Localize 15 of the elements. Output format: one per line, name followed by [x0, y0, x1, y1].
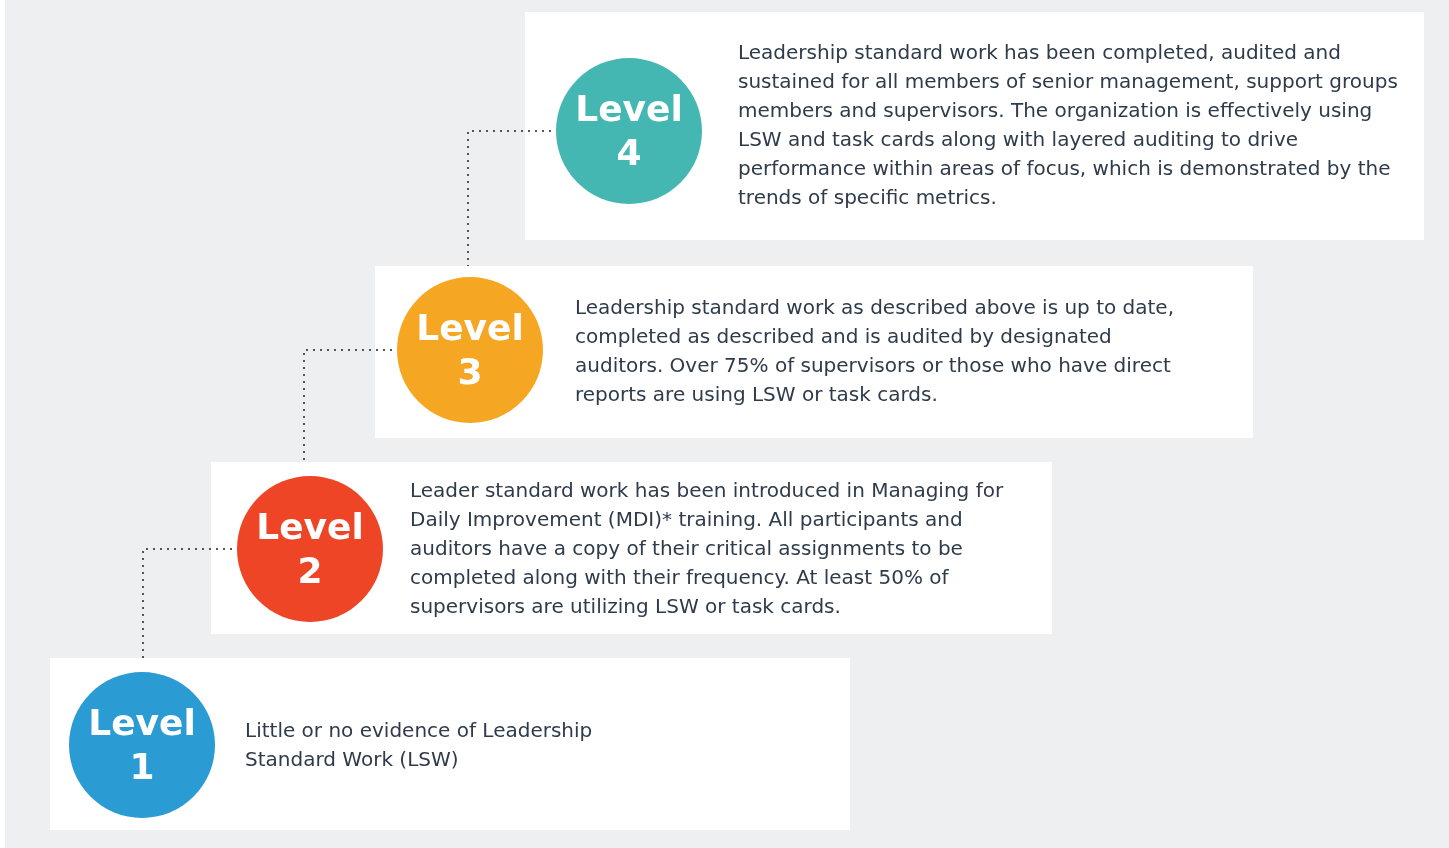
dotted-connector [467, 130, 552, 267]
level-card [211, 462, 1052, 634]
level-label: Level 4 [574, 87, 684, 175]
level-label: Level 1 [87, 701, 197, 789]
dotted-connector [142, 548, 233, 659]
level-card [525, 12, 1424, 240]
level-card [50, 658, 850, 830]
level-description: Leader standard work has been introduced in Managing for Daily Improvement (MDI)* training. All participants and auditors have a copy of their critical assignments to be completed along with their frequency. At least 50% of supervisors are utilizing LSW or task cards. [410, 477, 1005, 620]
level-label: Level 2 [255, 505, 365, 593]
level-label: Level 3 [415, 306, 525, 394]
level-description: Leadership standard work has been completed, audited and sustained for all members of senior management, support groups members and supervisors. The organization is effectively using LSW and task cards along with layered auditing to drive performance within areas of focus, which is demonstrated by the trends of specific metrics. [738, 39, 1398, 211]
level-description: Leadership standard work as described above is up to date, completed as described and is audited by designated auditors. Over 75% of supervisors or those who have direct reports are using LSW or task cards. [575, 294, 1176, 408]
level-card [375, 266, 1253, 438]
level-description: Little or no evidence of Leadership Standard Work (LSW) [245, 717, 594, 773]
dotted-connector [303, 349, 393, 463]
